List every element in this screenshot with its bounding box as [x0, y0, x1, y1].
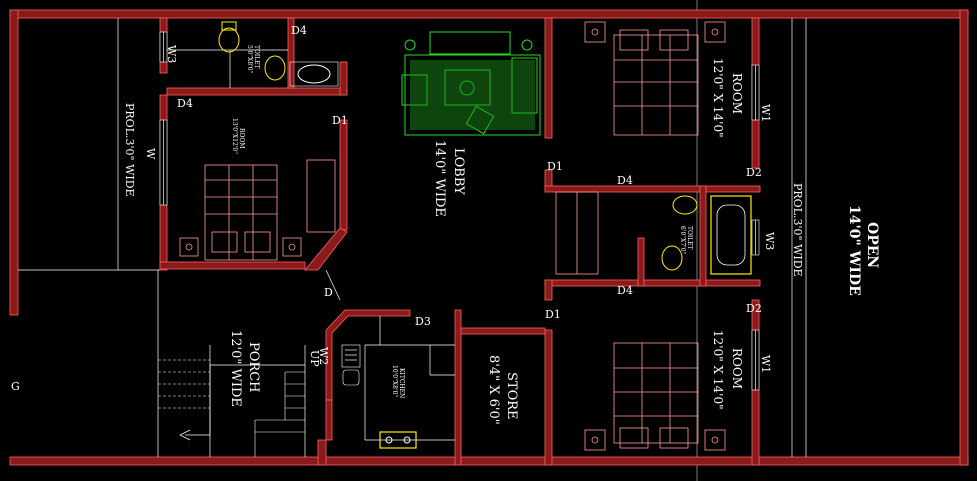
room-labels: LOBBY 14'0" WIDE ROOM 13'0"X12'0" TOILET…	[123, 45, 880, 425]
tag-d4-left: D4	[177, 97, 193, 110]
bed-top-right	[584, 21, 726, 136]
tag-w3-mid: W3	[763, 232, 776, 250]
tag-d4-mid-bot: D4	[617, 284, 633, 297]
open-name: OPEN	[864, 222, 880, 268]
tag-w-left: W	[144, 148, 157, 160]
tags: W3 D4 D4 D1 W D1 D4 D2 W3 D4 D2 D1 W1 W1…	[11, 24, 776, 393]
toilet-mid-name: TOILET	[686, 226, 693, 250]
toilet-top-dim: 5'0"X8'0"	[246, 45, 253, 74]
tag-d1-low: D1	[545, 308, 561, 321]
window-marks	[159, 31, 760, 391]
tag-w1-top: W1	[759, 104, 772, 122]
tag-g: G	[11, 380, 20, 393]
kitchen-name: KITCHEN	[398, 368, 405, 398]
outer-walls	[9, 9, 969, 466]
room-main-dim: 13'0"X12'0"	[231, 118, 238, 154]
structure-lines	[18, 18, 807, 457]
bed-bottom-right	[584, 342, 726, 451]
room-top-right-dim: 12'0" X 14'0"	[711, 58, 725, 138]
tag-d4-mid-top: D4	[617, 174, 633, 187]
tag-up: UP	[308, 350, 321, 367]
prol-left: PROL.3'0" WIDE	[123, 103, 136, 197]
tag-d3: D3	[415, 315, 431, 328]
toilet-mid-dim: 6'0"X7'0"	[679, 226, 686, 255]
room-bottom-right-name: ROOM	[730, 348, 744, 389]
lobby-dim: 14'0" WIDE	[432, 140, 447, 217]
toilet-top-name: TOILET	[253, 45, 260, 69]
lobby-name: LOBBY	[451, 148, 466, 195]
tag-w1-bot: W1	[759, 355, 772, 373]
kitchen-fixtures	[341, 344, 417, 449]
tag-w2: W2	[317, 347, 330, 365]
tag-d1-a: D1	[332, 114, 348, 127]
tag-d4-top: D4	[291, 24, 307, 37]
tag-d2-top: D2	[746, 166, 762, 179]
store-dim: 8'4" X 6'0"	[486, 355, 501, 425]
room-bottom-right-dim: 12'0" X 14'0"	[711, 330, 725, 410]
porch-name: PORCH	[246, 342, 261, 392]
prol-right: PROL.3'0" WIDE	[791, 183, 804, 277]
tag-w3-top: W3	[165, 45, 178, 63]
tag-d2-bot: D2	[746, 302, 762, 315]
staircase	[158, 345, 306, 457]
tag-d1-mid: D1	[547, 160, 563, 173]
tag-d-diag: D	[324, 286, 333, 299]
room-main-name: ROOM	[238, 128, 245, 149]
store-name: STORE	[504, 372, 519, 420]
bed-main-room	[179, 159, 336, 261]
porch-dim: 12'0" WIDE	[228, 330, 243, 407]
kitchen-dim: 10'0"X8'0"	[391, 365, 398, 397]
toilet-fixtures	[218, 21, 752, 275]
sofa-set	[401, 31, 541, 136]
wardrobe-mid	[555, 191, 599, 275]
open-dim: 14'0" WIDE	[846, 205, 862, 296]
room-top-right-name: ROOM	[730, 73, 744, 114]
